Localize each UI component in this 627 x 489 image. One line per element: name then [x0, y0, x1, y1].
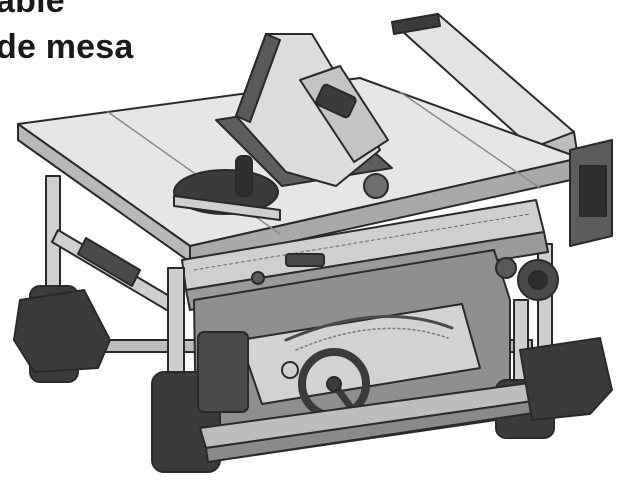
bumper-right: [519, 337, 613, 421]
title-line-2: de mesa: [0, 28, 134, 66]
miter-gauge: [173, 155, 281, 221]
table-extension-right: [569, 139, 613, 247]
title-line-1: able: [0, 0, 65, 20]
blade-guard: [235, 33, 389, 199]
page-title: able de mesa: [0, 0, 133, 70]
adjustment-knob: [495, 257, 559, 301]
bumper-left: [13, 289, 111, 373]
leg-front-left: [151, 267, 249, 473]
